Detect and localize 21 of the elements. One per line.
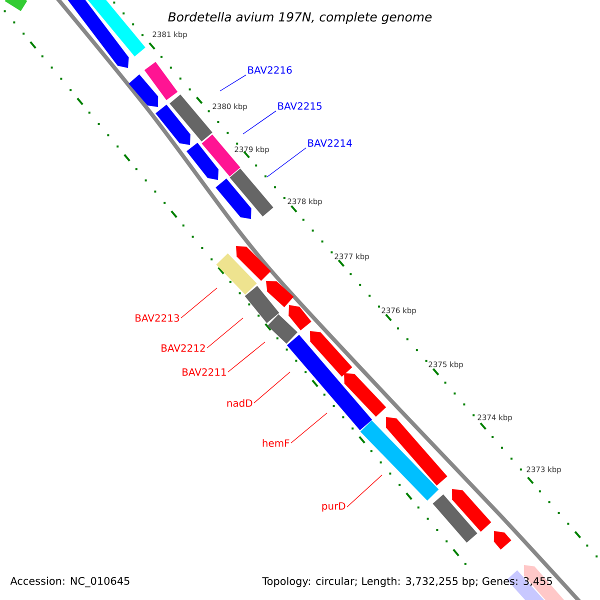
gene-label: purD [322, 502, 346, 512]
leader-line [242, 110, 276, 134]
leader-line [290, 412, 328, 444]
genome-info-text: Topology: circular; Length: 3,732,255 bp; Genes: 3,455 [262, 576, 552, 588]
leader-line [228, 342, 266, 372]
gene-label: nadD [227, 399, 252, 407]
leader-line [266, 148, 306, 178]
gene-label: hemF [262, 439, 290, 447]
leader-line [220, 74, 246, 92]
leader-line [206, 318, 244, 348]
leader-line [346, 474, 382, 508]
gene-label: BAV2214 [308, 139, 352, 147]
gene-label: BAV2211 [182, 368, 226, 376]
accession-text: Accession: NC_010645 [10, 576, 130, 588]
gene-label: BAV2215 [278, 102, 322, 110]
gene-label: BAV2216 [248, 66, 292, 74]
leader-line [254, 372, 290, 404]
gene-label: BAV2212 [162, 344, 205, 352]
gene-label: BAV2213 [136, 314, 179, 322]
leader-line [180, 288, 218, 318]
title: Bordetella avium 197N, complete genome [168, 12, 432, 24]
